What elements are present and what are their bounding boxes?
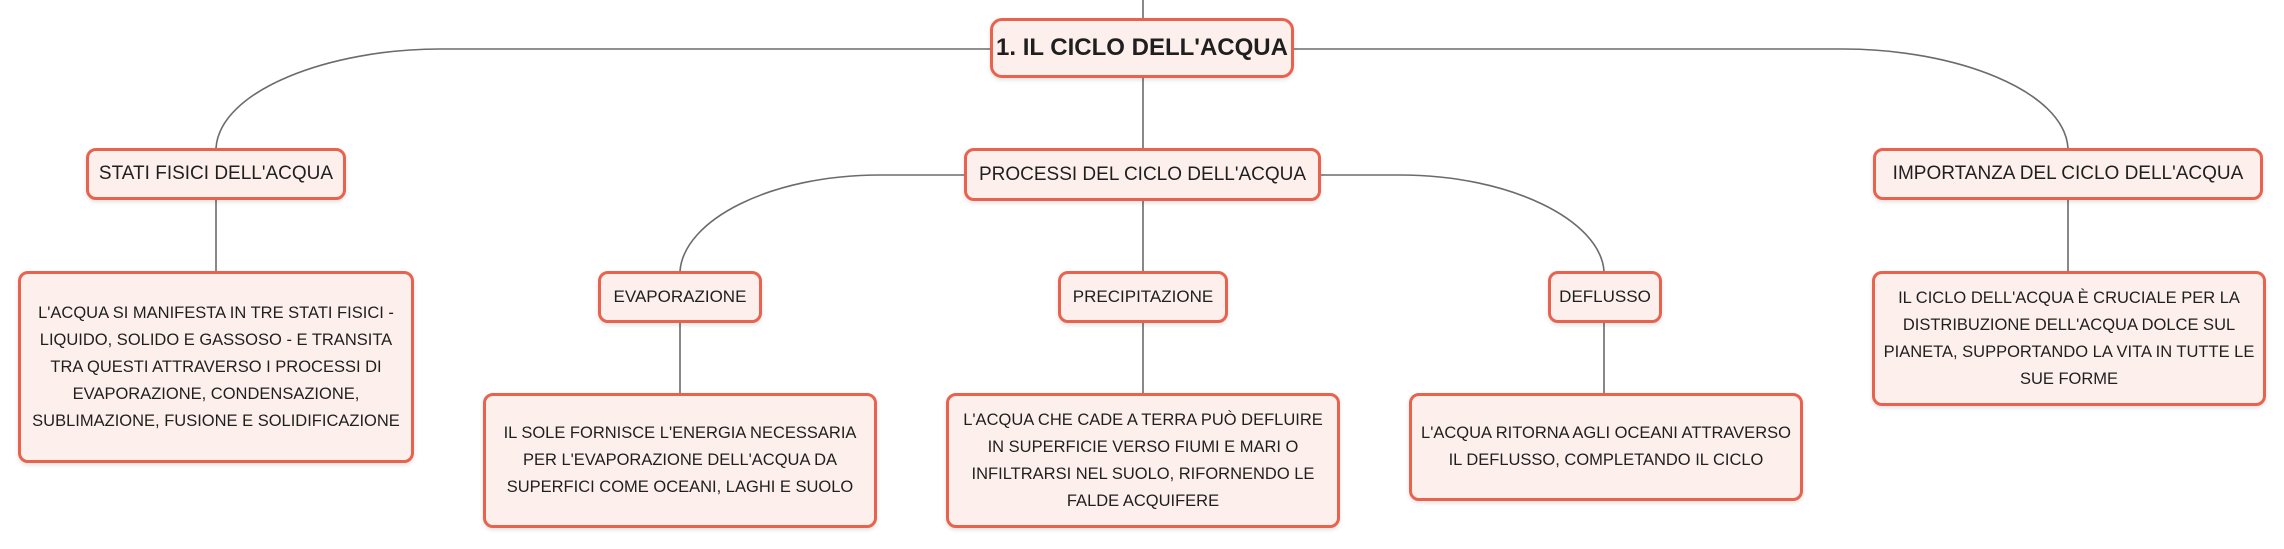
topic-processi-label: PROCESSI DEL CICLO DELL'ACQUA	[978, 163, 1307, 185]
topic-stati-fisici[interactable]: STATI FISICI DELL'ACQUA	[86, 148, 346, 200]
topic-importanza-label: IMPORTANZA DEL CICLO DELL'ACQUA	[1892, 163, 2244, 184]
note-precipitazione[interactable]: L'ACQUA CHE CADE A TERRA PUÒ DEFLUIRE IN…	[946, 393, 1340, 528]
note-deflusso-text: L'ACQUA RITORNA AGLI OCEANI ATTRAVERSO I…	[1421, 424, 1791, 469]
connector-root-stati	[215, 48, 990, 149]
note-evaporazione-text: IL SOLE FORNISCE L'ENERGIA NECESSARIA PE…	[503, 424, 857, 496]
note-stati-fisici-text: L'ACQUA SI MANIFESTA IN TRE STATI FISICI…	[32, 303, 400, 430]
root-topic[interactable]: 1. IL CICLO DELL'ACQUA	[990, 18, 1294, 78]
topic-stati-fisici-label: STATI FISICI DELL'ACQUA	[98, 163, 334, 184]
topic-deflusso[interactable]: DEFLUSSO	[1548, 271, 1662, 323]
note-importanza-text: IL CICLO DELL'ACQUA È CRUCIALE PER LA DI…	[1883, 288, 2255, 388]
connector-processi-deflusso	[1321, 174, 1605, 272]
note-deflusso[interactable]: L'ACQUA RITORNA AGLI OCEANI ATTRAVERSO I…	[1409, 393, 1803, 501]
topic-precipitazione[interactable]: PRECIPITAZIONE	[1058, 271, 1228, 323]
topic-precipitazione-label: PRECIPITAZIONE	[1072, 287, 1214, 306]
connector-root-importanza	[1294, 48, 2069, 149]
note-importanza[interactable]: IL CICLO DELL'ACQUA È CRUCIALE PER LA DI…	[1872, 271, 2266, 406]
note-evaporazione[interactable]: IL SOLE FORNISCE L'ENERGIA NECESSARIA PE…	[483, 393, 877, 528]
topic-evaporazione-label: EVAPORAZIONE	[613, 287, 747, 306]
note-precipitazione-text: L'ACQUA CHE CADE A TERRA PUÒ DEFLUIRE IN…	[963, 410, 1323, 510]
note-stati-fisici[interactable]: L'ACQUA SI MANIFESTA IN TRE STATI FISICI…	[18, 271, 414, 463]
topic-processi[interactable]: PROCESSI DEL CICLO DELL'ACQUA	[964, 148, 1321, 201]
topic-importanza[interactable]: IMPORTANZA DEL CICLO DELL'ACQUA	[1873, 148, 2263, 200]
connector-processi-evaporazione	[679, 174, 964, 272]
root-topic-label: 1. IL CICLO DELL'ACQUA	[996, 34, 1288, 61]
topic-deflusso-label: DEFLUSSO	[1559, 287, 1651, 306]
topic-evaporazione[interactable]: EVAPORAZIONE	[598, 271, 762, 323]
